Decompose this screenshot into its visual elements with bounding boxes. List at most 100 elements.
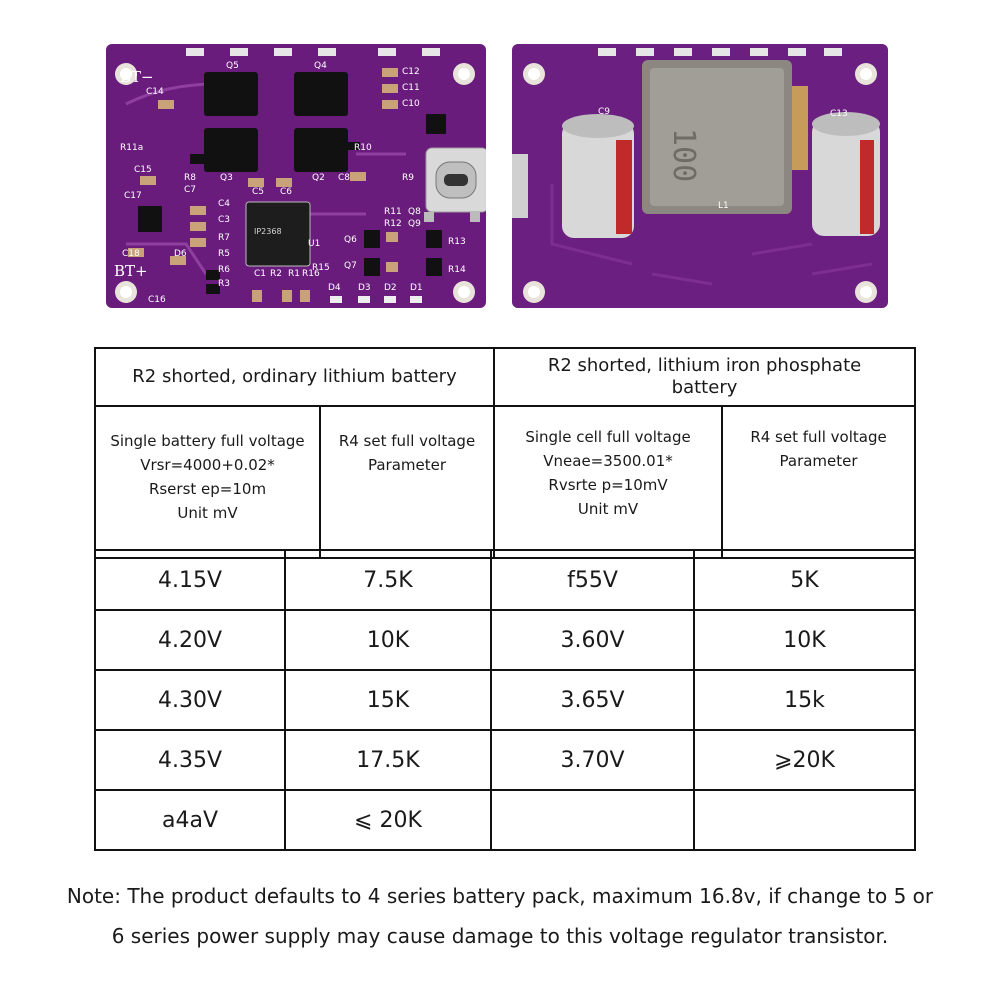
- header-right-text: R2 shorted, lithium iron phosphate batte…: [547, 355, 862, 398]
- r11-label: R11: [384, 207, 402, 217]
- q7-label: Q7: [344, 261, 357, 271]
- d3-label: D3: [358, 283, 371, 293]
- d6-label: D6: [174, 249, 187, 259]
- q6-label: Q6: [344, 235, 357, 245]
- param-header-row: R2 shorted, ordinary lithium battery R2 …: [93, 347, 917, 407]
- table-cell: 3.70V: [490, 729, 695, 791]
- table-cell: ⩾20K: [693, 729, 916, 791]
- c6-label: C6: [280, 187, 293, 197]
- c3-label: C3: [218, 215, 231, 225]
- table-row: 4.20V 10K 3.60V 10K: [94, 609, 916, 671]
- pcb-back-artwork: [512, 48, 880, 303]
- sub-cell-4: R4 set full voltage Parameter: [721, 405, 917, 559]
- r1-label: R1: [288, 269, 300, 279]
- table-cell: 17.5K: [284, 729, 492, 791]
- r2-label: R2: [270, 269, 282, 279]
- r11a-label: R11a: [120, 143, 144, 153]
- q8-label: Q8: [408, 207, 421, 217]
- c12-label: C12: [402, 67, 420, 77]
- q2-label: Q2: [312, 173, 325, 183]
- table-row: a4aV ⩽ 20K: [94, 789, 916, 851]
- table-cell: 15k: [693, 669, 916, 731]
- pcb-back-photo: C9 C13 L1 100: [512, 44, 888, 308]
- c9-label: C9: [598, 107, 611, 117]
- table-cell: 15K: [284, 669, 492, 731]
- c1-label: C1: [254, 269, 267, 279]
- table-cell: 5K: [693, 549, 916, 611]
- header-ordinary-lithium: R2 shorted, ordinary lithium battery: [93, 347, 496, 407]
- table-row: 4.15V 7.5K f55V 5K: [94, 549, 916, 611]
- table-cell: 4.15V: [94, 549, 286, 611]
- l1-label: L1: [718, 201, 729, 211]
- table-cell: [693, 789, 916, 851]
- table-cell: 4.30V: [94, 669, 286, 731]
- chip-marking: IP2368: [254, 227, 282, 236]
- footnote-line-2: 6 series power supply may cause damage t…: [111, 924, 889, 948]
- c14-label: C14: [146, 87, 164, 97]
- table-cell: 10K: [693, 609, 916, 671]
- r7-label: R7: [218, 233, 230, 243]
- sub-cell-1: Single battery full voltage Vrsr=4000+0.…: [94, 405, 321, 559]
- table-cell: 7.5K: [284, 549, 492, 611]
- d2-label: D2: [384, 283, 397, 293]
- sub-cell-3: Single cell full voltage Vneae=3500.01* …: [493, 405, 724, 559]
- c10-label: C10: [402, 99, 420, 109]
- d1-label: D1: [410, 283, 423, 293]
- d4-label: D4: [328, 283, 341, 293]
- r10-label: R10: [354, 143, 372, 153]
- voltage-parameter-table: R2 shorted, ordinary lithium battery R2 …: [93, 347, 917, 559]
- pcb-front-photo: BT− BT+ Q5 Q4 Q3 Q2 C12 C11 C10 C14 R11a…: [106, 44, 486, 308]
- sub-cell-3-text: Single cell full voltage Vneae=3500.01* …: [525, 428, 691, 518]
- r5-label: R5: [218, 249, 230, 259]
- table-cell: 3.60V: [490, 609, 695, 671]
- table-row: 4.30V 15K 3.65V 15k: [94, 669, 916, 731]
- c17-label: C17: [124, 191, 142, 201]
- r16-label: R16: [302, 269, 320, 279]
- c15-label: C15: [134, 165, 152, 175]
- inductor-marking: 100: [666, 128, 701, 183]
- table-cell: 10K: [284, 609, 492, 671]
- u1-label: U1: [308, 239, 321, 249]
- r9-label: R9: [402, 173, 414, 183]
- r13-label: R13: [448, 237, 466, 247]
- c4-label: C4: [218, 199, 231, 209]
- bt-minus-label: BT−: [120, 68, 154, 86]
- table-cell: 3.65V: [490, 669, 695, 731]
- table-cell: [490, 789, 695, 851]
- pcb-front-artwork: [115, 48, 486, 303]
- c11-label: C11: [402, 83, 420, 93]
- table-cell: ⩽ 20K: [284, 789, 492, 851]
- r3-label: R3: [218, 279, 230, 289]
- r14-label: R14: [448, 265, 466, 275]
- footnote-line-1: Note: The product defaults to 4 series b…: [66, 884, 934, 908]
- sub-cell-4-text: R4 set full voltage Parameter: [750, 428, 887, 470]
- resistor-value-table: 4.15V 7.5K f55V 5K 4.20V 10K 3.60V 10K 4…: [94, 549, 916, 851]
- c13-label: C13: [830, 109, 848, 119]
- q5-label: Q5: [226, 61, 239, 71]
- q3-label: Q3: [220, 173, 233, 183]
- c16-label: C16: [148, 295, 166, 305]
- c8-label: C8: [338, 173, 351, 183]
- header-left-text: R2 shorted, ordinary lithium battery: [132, 366, 457, 387]
- sub-cell-1-text: Single battery full voltage Vrsr=4000+0.…: [110, 432, 305, 522]
- table-cell: a4aV: [94, 789, 286, 851]
- r15-label: R15: [312, 263, 330, 273]
- footnote: Note: The product defaults to 4 series b…: [0, 876, 1000, 956]
- r12-label: R12: [384, 219, 402, 229]
- q4-label: Q4: [314, 61, 327, 71]
- c7-label: C7: [184, 185, 197, 195]
- table-cell: f55V: [490, 549, 695, 611]
- c18-label: C18: [122, 249, 140, 259]
- table-cell: 4.35V: [94, 729, 286, 791]
- sub-cell-2-text: R4 set full voltage Parameter: [338, 432, 476, 474]
- sub-cell-2: R4 set full voltage Parameter: [318, 405, 496, 559]
- param-subheader-row: Single battery full voltage Vrsr=4000+0.…: [94, 405, 917, 559]
- table-row: 4.35V 17.5K 3.70V ⩾20K: [94, 729, 916, 791]
- c5-label: C5: [252, 187, 265, 197]
- q9-label: Q9: [408, 219, 421, 229]
- header-lifepo4: R2 shorted, lithium iron phosphate batte…: [493, 347, 917, 407]
- table-cell: 4.20V: [94, 609, 286, 671]
- r6-label: R6: [218, 265, 230, 275]
- r8-label: R8: [184, 173, 196, 183]
- bt-plus-label: BT+: [114, 262, 148, 280]
